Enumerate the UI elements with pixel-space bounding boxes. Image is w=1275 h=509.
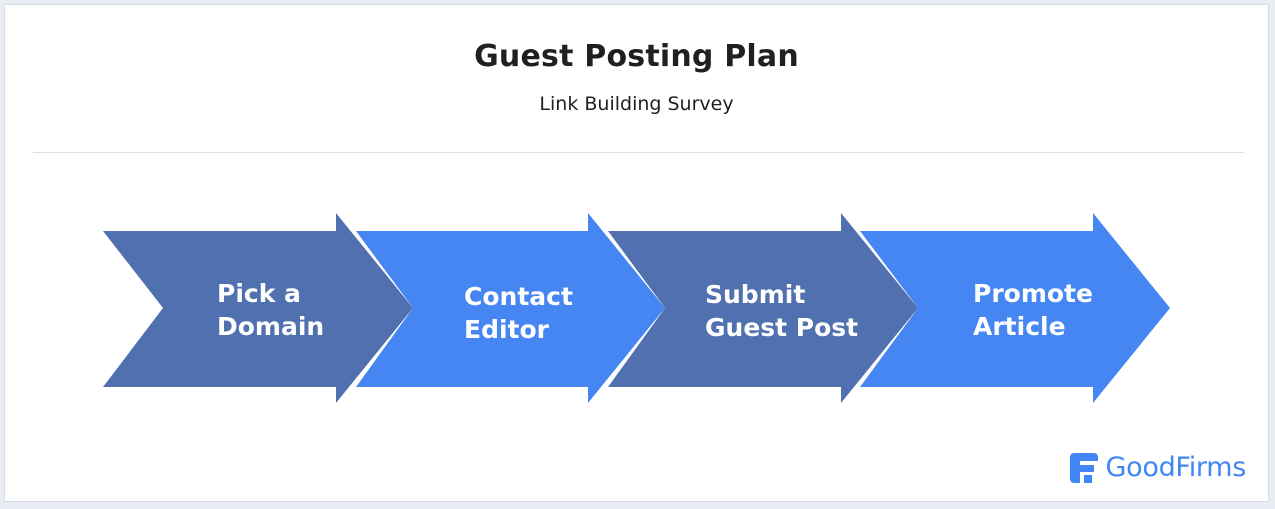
step-2-line-1: Contact <box>464 282 573 311</box>
goodfirms-logo-icon <box>1069 452 1098 483</box>
chevron-step-3 <box>608 213 918 403</box>
chevron-step-4 <box>860 213 1170 403</box>
goodfirms-logo: GoodFirms <box>1069 452 1247 483</box>
step-4-label: Promote Article <box>973 277 1093 343</box>
step-4-line-1: Promote <box>973 279 1093 308</box>
step-2-label: Contact Editor <box>464 280 573 346</box>
step-3-line-1: Submit <box>705 280 806 309</box>
step-1-line-1: Pick a <box>217 279 301 308</box>
diagram-subtitle: Link Building Survey <box>539 93 734 115</box>
chevron-step-1 <box>103 213 413 403</box>
step-3-line-2: Guest Post <box>705 313 859 342</box>
goodfirms-logo-text: GoodFirms <box>1105 452 1247 483</box>
diagram-card: Guest Posting Plan Link Building Survey … <box>4 4 1269 502</box>
step-3-label: Submit Guest Post <box>705 278 858 344</box>
step-1-label: Pick a Domain <box>217 277 324 343</box>
step-4-line-2: Article <box>973 312 1066 341</box>
step-2-line-2: Editor <box>464 315 549 344</box>
step-1-line-2: Domain <box>217 312 325 341</box>
diagram-title: Guest Posting Plan <box>474 39 799 74</box>
header-divider <box>33 152 1244 153</box>
chevron-step-2 <box>356 213 665 403</box>
